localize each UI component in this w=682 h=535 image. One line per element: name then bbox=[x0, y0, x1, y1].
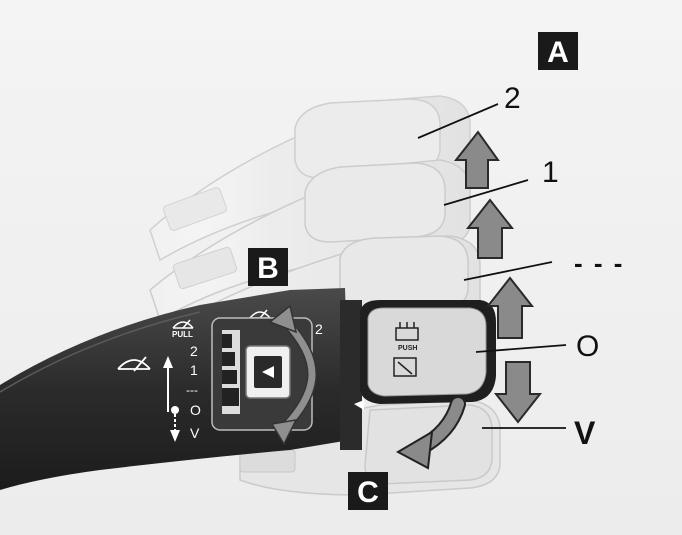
position-label-off: O bbox=[576, 330, 599, 363]
rear-wiper-icon bbox=[393, 357, 417, 377]
rotary-ring[interactable]: 2 bbox=[211, 317, 323, 431]
ring-label-2: 2 bbox=[315, 321, 323, 337]
position-label-2: 2 bbox=[504, 82, 521, 115]
leader-2 bbox=[417, 103, 499, 139]
scale-arrow-up bbox=[163, 356, 173, 368]
wiper-icon bbox=[117, 356, 151, 372]
arrow-down-to-v bbox=[493, 361, 543, 424]
arrow-up-to-1 bbox=[465, 198, 515, 259]
scale-label-off: O bbox=[190, 402, 201, 418]
scale-label-dash: --- bbox=[186, 383, 198, 397]
ghost-lever-position-1 bbox=[149, 159, 471, 322]
ring-pointer-icon bbox=[262, 366, 274, 378]
push-arrow-c bbox=[395, 396, 466, 470]
arrow-up-to-dash bbox=[485, 276, 535, 339]
leader-lines bbox=[417, 103, 567, 429]
rotation-arrow-b bbox=[268, 304, 318, 446]
leader-dash bbox=[463, 261, 553, 281]
scale-label-1: 1 bbox=[190, 362, 198, 378]
end-cap[interactable]: PUSH bbox=[340, 300, 496, 450]
scale-arrow-down bbox=[170, 430, 180, 442]
arrow-up-to-2 bbox=[453, 130, 500, 189]
position-label-v: V bbox=[574, 415, 596, 451]
position-arrows bbox=[453, 130, 543, 424]
leader-off bbox=[475, 344, 567, 353]
callout-b: B bbox=[248, 248, 288, 286]
scale-label-2: 2 bbox=[190, 343, 198, 359]
svg-text:- - -: - - - bbox=[574, 248, 624, 278]
ghost-lever-position-2 bbox=[149, 95, 471, 262]
svg-text:B: B bbox=[257, 252, 279, 285]
scale-label-v: V bbox=[190, 425, 200, 441]
cap-pointer-icon bbox=[354, 400, 364, 410]
position-label-dash: - - - bbox=[574, 248, 624, 278]
mist-icon bbox=[172, 319, 194, 329]
svg-text:A: A bbox=[547, 36, 569, 69]
callout-a: A bbox=[538, 32, 578, 70]
svg-text:C: C bbox=[357, 476, 379, 509]
scale-dot bbox=[171, 406, 179, 414]
washer-icon bbox=[395, 322, 419, 341]
position-label-1: 1 bbox=[542, 156, 559, 189]
leader-1 bbox=[443, 179, 529, 206]
pull-label: PULL bbox=[172, 330, 193, 339]
callout-c: C bbox=[348, 472, 388, 510]
push-label: PUSH bbox=[398, 345, 417, 352]
